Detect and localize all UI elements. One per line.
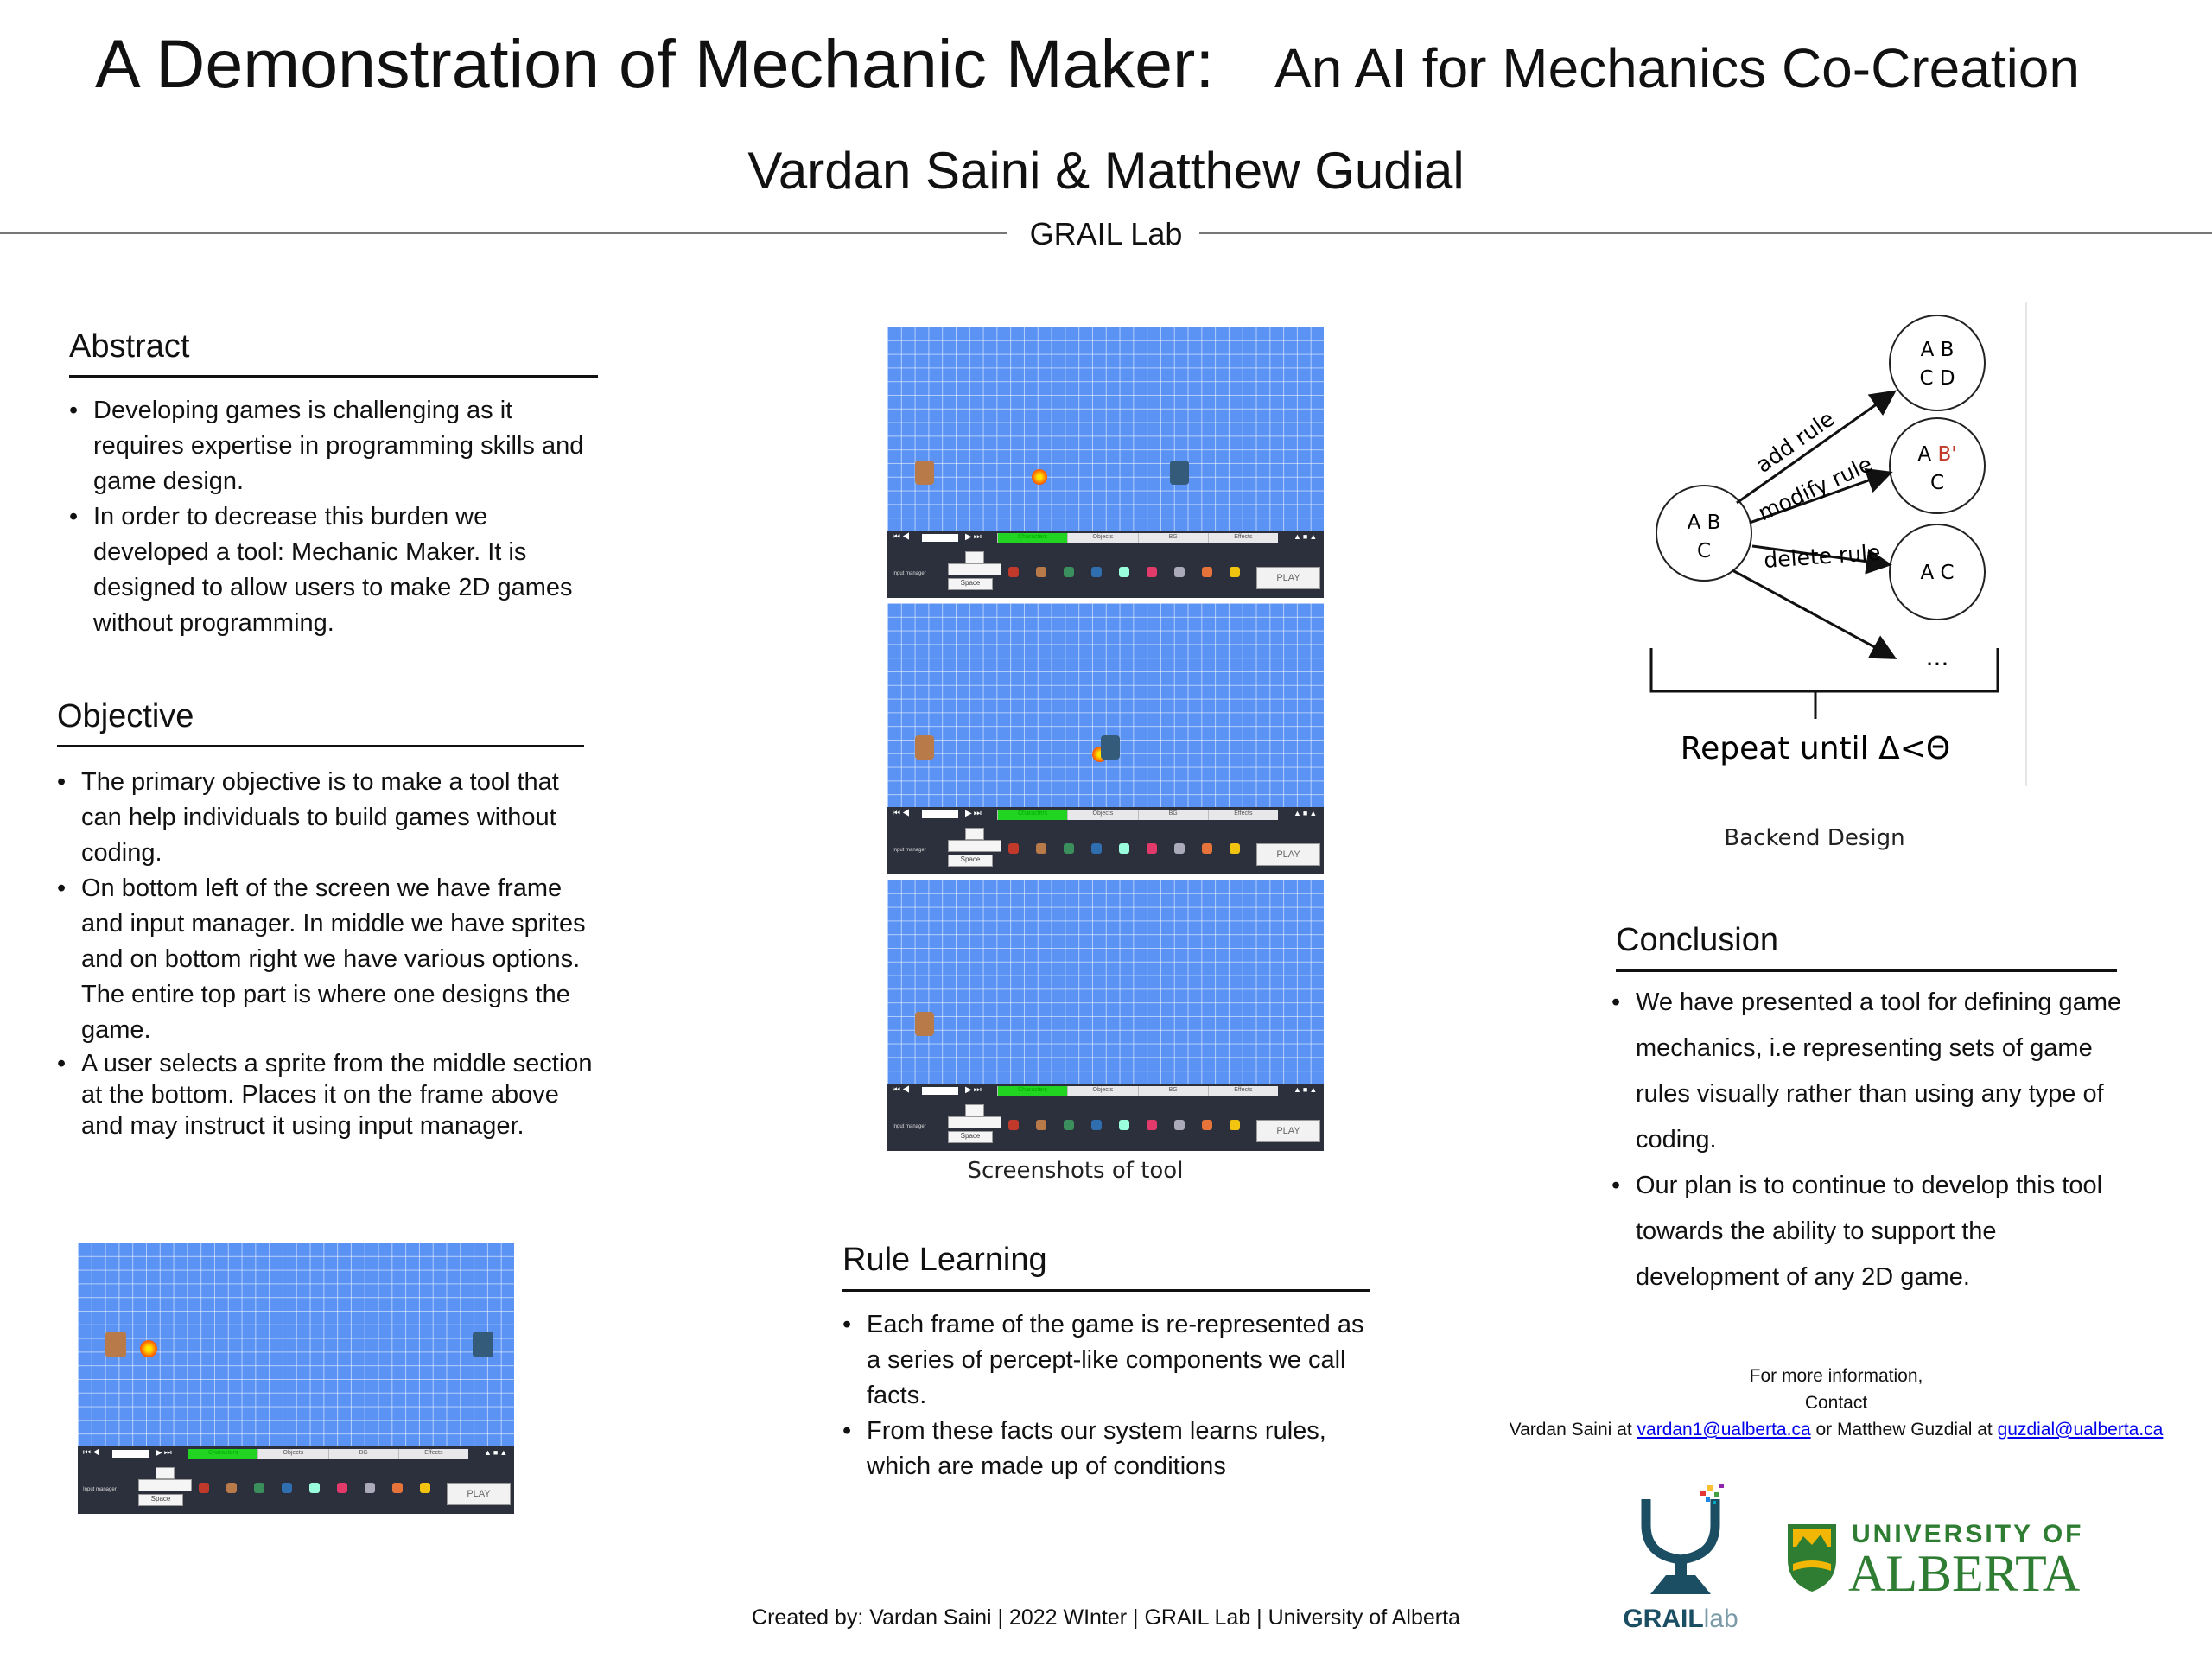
poster-title: A Demonstration of Mechanic Maker: [95,25,1215,102]
start-node [1656,485,1752,582]
objective-bullet: On bottom left of the screen we have fra… [57,871,601,1048]
abstract-heading: Abstract [69,328,190,365]
start-node-line2: C [1697,540,1711,563]
rule-learning-bullet: From these facts our system learns rules… [842,1414,1370,1484]
header-divider-left [0,232,1007,234]
rule-learning-bullet: Each frame of the game is re-represented… [842,1307,1370,1414]
conclusion-rule [1616,969,2117,972]
add-rule-label: add rule [1751,406,1839,478]
ua-bottom-text: ALBERTA [1848,1545,2081,1602]
contact-line2: Contact [1804,1393,1868,1413]
screenshots-caption: Screenshots of tool [967,1158,1184,1184]
objective-heading: Objective [57,698,194,734]
conclusion-bullet: We have presented a tool for defining ga… [1611,980,2139,1163]
university-of-alberta-logo: UNIVERSITY OF ALBERTA [1784,1516,2095,1603]
fireball-sprite [140,1340,157,1357]
add-rule-edge [1736,390,1897,505]
poster-subtitle: An AI for Mechanics Co-Creation [1274,37,2080,99]
delete-rule-edge [1751,544,1892,575]
repeat-bracket [1649,648,1999,693]
lab-name: GRAIL Lab [1029,216,1183,251]
abstract-rule [69,375,598,378]
delete-rule-label: delete rule [1763,540,1881,573]
player-sprite [915,461,934,485]
objective-bullet: The primary objective is to make a tool … [57,765,601,871]
conclusion-list: We have presented a tool for defining ga… [1611,980,2139,1300]
modify-rule-node-line1: A B' [1917,443,1956,466]
ua-top-text: UNIVERSITY OF [1852,1520,2084,1548]
authors: Vardan Saini & Matthew Gudial [747,142,1465,200]
email-link-vardan[interactable]: vardan1@ualberta.ca [1637,1420,1811,1440]
start-node-line1: A B [1688,512,1721,534]
rule-learning-list: Each frame of the game is re-represented… [842,1307,1370,1484]
enemy-sprite [1170,461,1189,485]
modify-node-ab: A [1917,443,1937,466]
more-edge [1732,569,1897,659]
modify-rule-node [1889,417,1986,514]
backend-diagram: A B C A B C D A B' C A C add rule modify… [1649,302,2027,786]
conclusion-bullet: Our plan is to continue to develop this … [1611,1163,2139,1300]
rule-learning-heading: Rule Learning [842,1242,1047,1278]
repeat-label: Repeat until Δ<Θ [1681,731,1951,766]
contact-name1: Vardan Saini at [1509,1420,1632,1440]
ua-crest-icon [1788,1524,1836,1592]
contact-middle: or Matthew Guzdial at [1815,1420,1993,1440]
fireball-sprite [1032,469,1047,485]
abstract-list: Developing games is challenging as it re… [69,393,605,641]
enemy-sprite [473,1332,493,1357]
conclusion-heading: Conclusion [1616,922,1778,958]
abstract-bullet: Developing games is challenging as it re… [69,393,605,499]
objective-bullet: A user selects a sprite from the middle … [57,1048,601,1141]
add-rule-node-line1: A B [1921,339,1955,361]
add-rule-node-line2: C D [1919,367,1955,390]
objective-rule [57,745,584,747]
add-rule-node [1889,315,1986,411]
email-link-matthew[interactable]: guzdial@ualberta.ca [1997,1420,2164,1440]
player-sprite [105,1332,126,1357]
header-divider-right [1199,232,2212,234]
rule-learning-rule [842,1289,1370,1292]
modify-rule-node-line2: C [1930,472,1944,494]
grail-word: GRAIL [1623,1605,1704,1633]
footer-credit: Created by: Vardan Saini | 2022 WInter |… [752,1605,1460,1630]
player-sprite [915,1012,934,1036]
enemy-sprite [1101,735,1120,760]
contact-line1: For more information, [1749,1366,1923,1386]
grail-lab-logo: GRAILlab [1616,1482,1745,1633]
grail-cup-icon [1641,1484,1724,1594]
player-sprite [915,735,934,760]
lab-word: lab [1703,1605,1738,1633]
backend-caption: Backend Design [1724,825,1905,851]
modify-rule-edge [1749,467,1893,524]
contact-block: For more information, Contact Vardan Sai… [1469,1363,2203,1443]
abstract-bullet: In order to decrease this burden we deve… [69,499,605,641]
objective-list: The primary objective is to make a tool … [57,765,601,1141]
delete-rule-node-label: A C [1920,562,1954,584]
more-node-label: ... [1926,643,1949,671]
